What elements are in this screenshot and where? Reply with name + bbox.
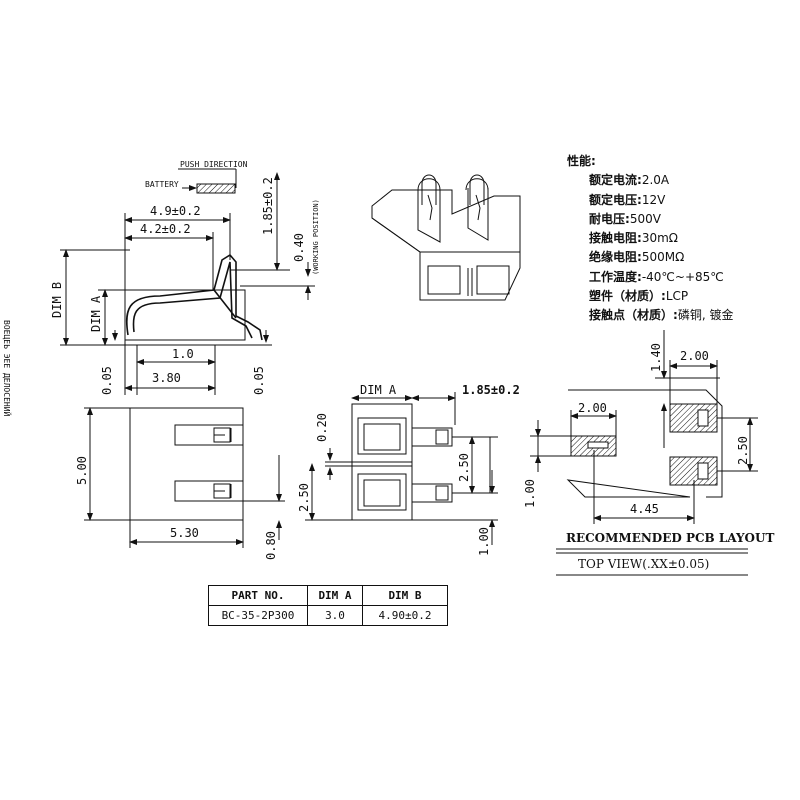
header-dim-a: DIM A xyxy=(307,585,363,606)
top-view: 5.00 5.30 0.80 xyxy=(75,407,285,560)
part-table-header: PART NO. DIM A DIM B xyxy=(208,585,448,606)
dim-1-85-front: 1.85±0.2 xyxy=(462,383,520,397)
dim-0-40: 0.40 xyxy=(292,233,306,262)
dim-2-50-right: 2.50 xyxy=(457,453,471,482)
battery-label: BATTERY xyxy=(145,180,179,189)
spec-row: 耐电压:500V xyxy=(589,211,661,226)
dim-1-0: 1.0 xyxy=(172,347,194,361)
dim-3-80: 3.80 xyxy=(152,371,181,385)
spec-row: 接触点（材质）:磷铜, 镀金 xyxy=(589,308,734,323)
push-direction-label: PUSH DIRECTION xyxy=(180,160,248,169)
cell-part-no: BC-35-2P300 xyxy=(208,605,308,626)
dim-b-label: DIM B xyxy=(50,282,64,318)
battery-hatch xyxy=(196,183,236,194)
top-view-caption: TOP VIEW(.XX±0.05) xyxy=(578,557,710,571)
dim-2-50-left: 2.50 xyxy=(297,483,311,512)
dim-5-30: 5.30 xyxy=(170,526,199,540)
isometric-view xyxy=(371,174,521,301)
specs-heading: 性能: xyxy=(567,154,596,168)
table-row: BC-35-2P300 3.0 4.90±0.2 xyxy=(208,605,448,626)
dim-1-85-side: 1.85±0.2 xyxy=(261,177,275,235)
dim-2-50-pcb: 2.50 xyxy=(736,436,750,465)
spec-row: 额定电压:12V xyxy=(589,192,666,207)
dim-2-00-left: 2.00 xyxy=(578,401,607,415)
header-dim-b: DIM B xyxy=(362,585,448,606)
spec-row: 接触电阻:30mΩ xyxy=(589,231,678,246)
dim-a-label-front: DIM A xyxy=(360,383,397,397)
dim-0-05-right: 0.05 xyxy=(252,366,266,395)
dim-1-40: 1.40 xyxy=(649,343,663,372)
cell-dim-a: 3.0 xyxy=(307,605,363,626)
dim-4-2: 4.2±0.2 xyxy=(140,222,191,236)
dim-0-20: 0.20 xyxy=(315,413,329,442)
pcb-pad-top xyxy=(669,403,718,433)
edge-text: ВОЕЦЕЬ ЭЕЕ ДЕЛОСЕНИЙ xyxy=(2,320,13,417)
cell-dim-b: 4.90±0.2 xyxy=(362,605,448,626)
spec-row: 额定电流:2.0A xyxy=(589,173,670,188)
working-position-label: (WORKING POSITION) xyxy=(312,199,320,275)
dim-2-00-top: 2.00 xyxy=(680,349,709,363)
specifications: 性能: 额定电流:2.0A 额定电压:12V 耐电压:500V 接触电阻:30m… xyxy=(567,152,733,326)
dim-1-00-pcb: 1.00 xyxy=(523,479,537,508)
dim-a-label-side: DIM A xyxy=(89,295,103,332)
spec-row: 工作温度:-40℃~+85℃ xyxy=(589,269,724,284)
header-part-no: PART NO. xyxy=(208,585,308,606)
contact-spring xyxy=(125,253,263,341)
pcb-layout-title: RECOMMENDED PCB LAYOUT xyxy=(566,531,775,545)
dim-4-9: 4.9±0.2 xyxy=(150,204,201,218)
pcb-layout: 1.40 2.00 2.00 2.50 1.00 4.45 xyxy=(523,330,758,576)
part-table: PART NO. DIM A DIM B BC-35-2P300 3.0 4.9… xyxy=(208,585,448,626)
side-view: PUSH DIRECTION BATTERY 4.9±0.2 4.2±0.2 1… xyxy=(50,160,320,395)
front-view: DIM A 1.85±0.2 0.20 2.50 2.50 1.00 xyxy=(297,383,520,556)
dim-0-05-left: 0.05 xyxy=(100,366,114,395)
spec-row: 绝缘电阻:500MΩ xyxy=(589,250,685,265)
dim-4-45: 4.45 xyxy=(630,502,659,516)
spec-row: 塑件（材质）:LCP xyxy=(589,289,689,304)
dim-1-00-front: 1.00 xyxy=(477,527,491,556)
side-body xyxy=(124,289,246,341)
dim-5-00: 5.00 xyxy=(75,456,89,485)
dim-0-80: 0.80 xyxy=(264,531,278,560)
